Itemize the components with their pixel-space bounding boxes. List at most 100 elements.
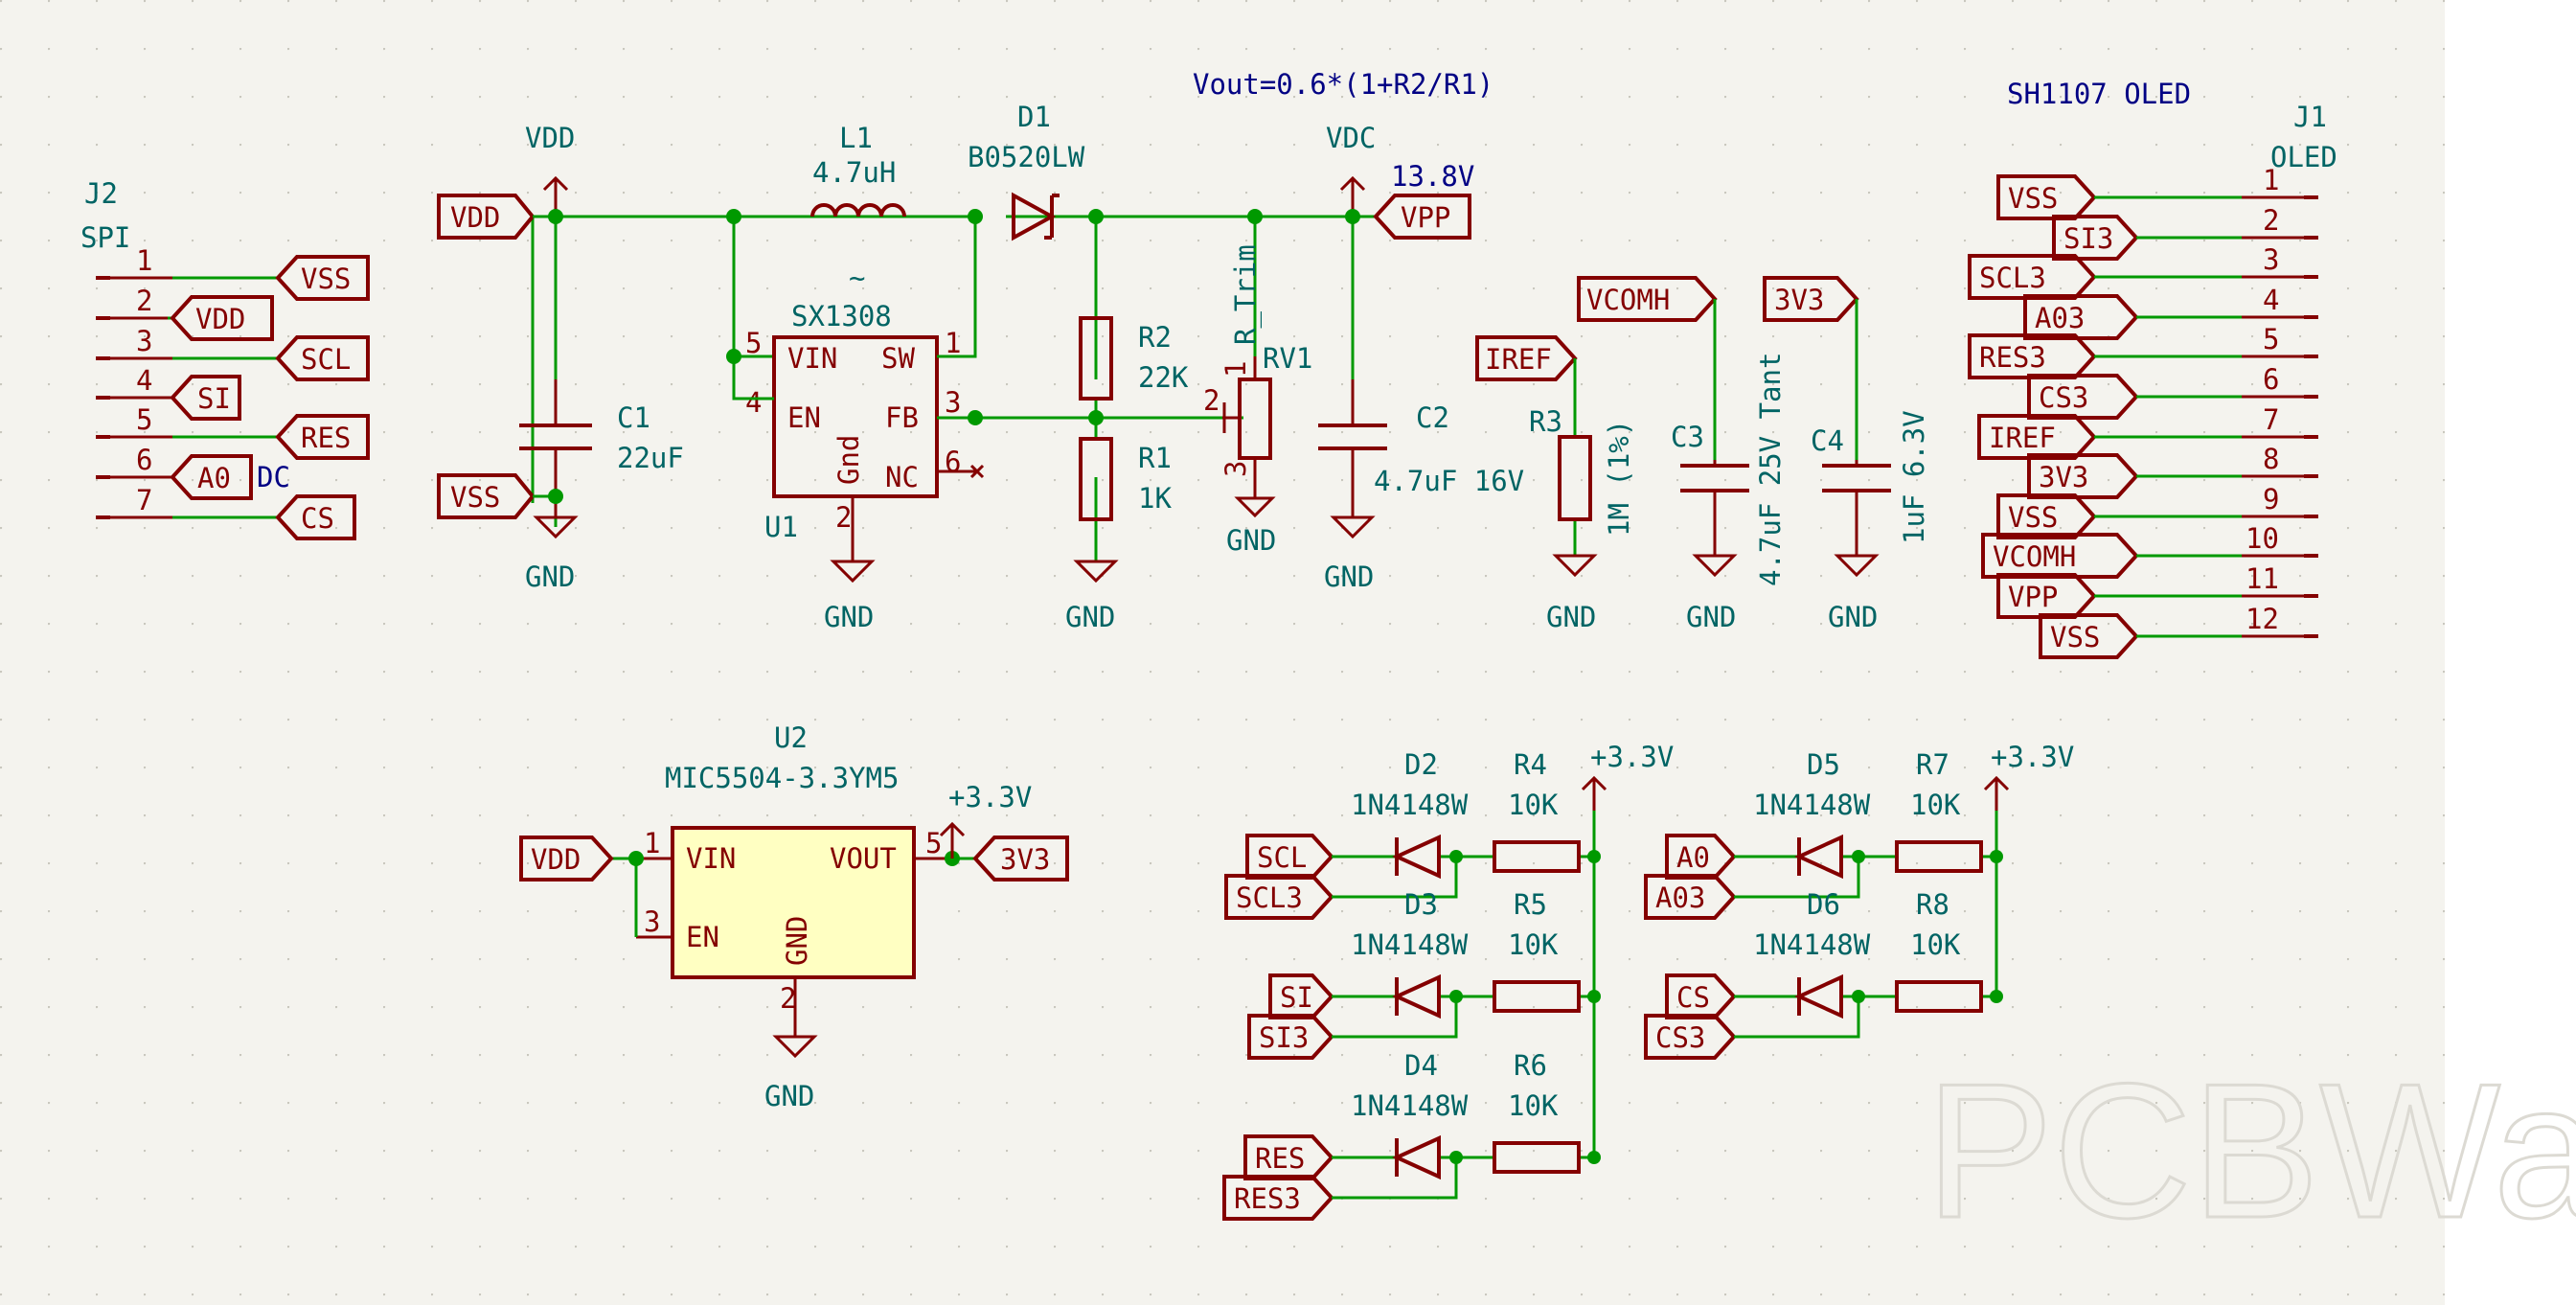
u2-ldo[interactable]: U2 MIC5504-3.3YM5 VIN EN VOUT GND 1 3 5 … <box>636 721 952 1027</box>
vdd-u2-label[interactable]: VDD <box>519 836 614 881</box>
c3-capacitor[interactable]: C3 4.7uF 25V Tant <box>1671 353 1787 586</box>
r3-resistor[interactable]: R3 1M (1%) <box>1529 405 1635 537</box>
shifter-diode[interactable] <box>1392 973 1441 1019</box>
c4-capacitor[interactable]: C4 1uF 6.3V <box>1811 410 1930 556</box>
r2-resistor[interactable]: R2 22K <box>1079 316 1189 401</box>
3v3-label-text: 3V3 <box>1774 284 1824 316</box>
shifter-input-label[interactable]: RES <box>1243 1134 1334 1180</box>
j1-pin-number: 4 <box>2263 284 2279 316</box>
u1-pin-number: 6 <box>945 446 961 478</box>
shifter-resistor-value: 10K <box>1910 789 1961 821</box>
shifter-diode-value: 1N4148W <box>1351 789 1469 821</box>
j1-net-label[interactable]: 3V3 <box>2027 453 2139 499</box>
j1-pin-number: 2 <box>2263 204 2279 237</box>
p33-u2-text: +3.3V <box>948 781 1032 813</box>
shifter-resistor[interactable] <box>1493 1141 1581 1174</box>
j1-net-label[interactable]: VPP <box>1996 573 2097 619</box>
gnd-symbol-c4[interactable]: GND <box>1828 554 1880 633</box>
shifter-3v3-rails <box>1592 790 1998 1157</box>
d1-diode[interactable]: D1 B0520LW <box>968 101 1085 241</box>
j1-net-label[interactable]: VSS <box>1996 174 2097 220</box>
gnd-c4-text: GND <box>1828 601 1878 633</box>
shifter-input-label[interactable]: SCL <box>1245 834 1334 880</box>
shifter-input-label[interactable]: CS <box>1665 973 1737 1019</box>
shifter-diode[interactable] <box>1794 834 1843 880</box>
j1-rows[interactable]: VSS1SI32SCL33A034RES35CS36IREF73V38VSS9V… <box>1968 164 2318 659</box>
p33-power-symbol-right[interactable]: +3.3V <box>1983 741 2074 811</box>
p33-power-symbol-left[interactable]: +3.3V <box>1581 741 1674 811</box>
net-label-scl[interactable]: SCL <box>301 343 351 376</box>
shifter-diode-ref: D6 <box>1807 888 1840 921</box>
shifter-wire <box>1734 855 1996 899</box>
net-label-vdd[interactable]: VDD <box>195 303 245 335</box>
j1-net-label[interactable]: IREF <box>1977 414 2097 460</box>
j1-net-label[interactable]: A03 <box>2023 294 2139 340</box>
shifter-resistor[interactable] <box>1895 840 1983 873</box>
u2-pin-gnd: GND <box>781 916 813 966</box>
j2-connector[interactable]: J2 SPI 1 2 3 4 5 6 7 <box>80 177 172 519</box>
r1-resistor[interactable]: R1 1K <box>1079 437 1172 521</box>
j1-pin-number: 1 <box>2263 164 2279 196</box>
j1-net-label[interactable]: VSS <box>1996 493 2097 539</box>
rv1-trimmer[interactable]: RV1 R_Trim 2 1 3 <box>1203 244 1312 489</box>
vss-c1-label[interactable]: VSS <box>437 473 536 519</box>
vcomh-label[interactable]: VCOMH <box>1577 276 1718 322</box>
j1-net-label[interactable]: SI3 <box>2052 215 2139 261</box>
3v3-c4-label[interactable]: 3V3 <box>1763 276 1859 322</box>
shifter-input-label[interactable]: A0 <box>1665 834 1737 880</box>
net-label-a0[interactable]: A0 <box>197 462 231 494</box>
gnd-symbol-c3[interactable]: GND <box>1686 554 1738 633</box>
gnd-symbol-u1[interactable]: GND <box>824 546 876 633</box>
j1-net-label[interactable]: SCL3 <box>1968 254 2097 300</box>
vdc-power-symbol[interactable]: VDC <box>1326 122 1376 217</box>
shifter-input-label[interactable]: SI <box>1268 973 1334 1019</box>
c1-ref: C1 <box>617 401 650 434</box>
iref-label[interactable]: IREF <box>1475 335 1578 381</box>
shifter-output-label[interactable]: RES3 <box>1222 1175 1334 1221</box>
gnd-symbol-r3[interactable]: GND <box>1546 554 1598 633</box>
shifter-resistor-value: 10K <box>1508 789 1559 821</box>
shifter-output-label[interactable]: CS3 <box>1644 1014 1737 1060</box>
j1-connector[interactable]: J1 OLED <box>2270 101 2337 173</box>
shifter-resistor[interactable] <box>1493 980 1581 1013</box>
shifter-resistor[interactable] <box>1895 980 1983 1013</box>
u1-pin-vin: VIN <box>787 342 837 375</box>
gnd-symbol-r1[interactable]: GND <box>1065 560 1119 633</box>
u1-sx1308[interactable]: ~ SX1308 U1 VIN EN SW FB NC Gnd 5 4 1 3 … <box>745 262 985 546</box>
j1-net-label[interactable]: RES3 <box>1968 333 2097 379</box>
shifter-output-label[interactable]: A03 <box>1644 874 1737 920</box>
net-label-vss[interactable]: VSS <box>301 263 351 295</box>
3v3-u2-label[interactable]: 3V3 <box>972 836 1069 881</box>
shifter-resistor[interactable] <box>1493 840 1581 873</box>
gnd-symbol-rv1[interactable]: GND <box>1226 489 1276 557</box>
j1-net-label[interactable]: VCOMH <box>1981 533 2139 579</box>
c1-capacitor[interactable]: C1 22uF <box>519 379 684 498</box>
net-label-res[interactable]: RES <box>301 422 351 454</box>
j1-pin-number: 12 <box>2245 603 2279 635</box>
shifter-diode[interactable] <box>1392 834 1441 880</box>
j2-net-labels[interactable]: VSS VDD SCL SI RES A0 CS <box>170 255 370 540</box>
vdd-power-symbol[interactable]: VDD <box>525 122 575 217</box>
shifter-output-label[interactable]: SI3 <box>1247 1014 1334 1060</box>
shifter-diode[interactable] <box>1392 1134 1441 1180</box>
vdd-input-label[interactable]: VDD <box>437 194 536 240</box>
net-label-si[interactable]: SI <box>197 382 231 415</box>
level-shifters[interactable]: SCLSCL3D21N4148WR410KSISI3D31N4148WR510K… <box>1222 748 2003 1221</box>
j1-net-label[interactable]: CS3 <box>2027 374 2139 420</box>
shifter-output-label[interactable]: SCL3 <box>1224 874 1334 920</box>
vpp-label[interactable]: VPP <box>1373 194 1471 240</box>
j1-net-label[interactable]: VSS <box>2039 613 2139 659</box>
shifter-diode[interactable] <box>1794 973 1843 1019</box>
l1-inductor[interactable]: L1 4.7uH <box>810 122 906 218</box>
j1-net-label-text: VPP <box>2008 581 2058 613</box>
gnd-symbol-c2[interactable]: GND <box>1324 515 1376 593</box>
c2-capacitor[interactable]: C2 4.7uF 16V <box>1318 379 1524 517</box>
p33-power-symbol-u2[interactable]: +3.3V <box>939 781 1032 859</box>
net-label-cs[interactable]: CS <box>301 502 334 535</box>
gnd-symbol-u2[interactable]: GND <box>764 1027 818 1112</box>
